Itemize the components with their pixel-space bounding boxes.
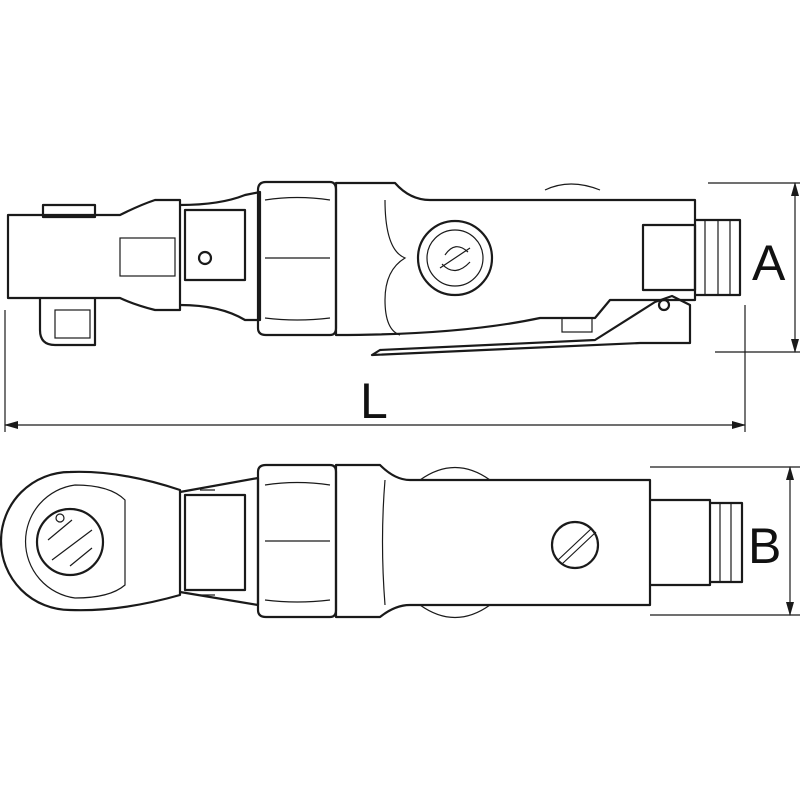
logo-emblem — [416, 219, 494, 297]
ratchet-head-top — [0, 470, 182, 612]
neck-side — [179, 190, 262, 322]
dimension-label-a: A — [752, 235, 786, 291]
screw-head — [550, 520, 600, 570]
ratchet-head-side — [6, 198, 182, 347]
side-view — [6, 180, 742, 357]
dimension-label-l: L — [360, 373, 388, 429]
motor-body-side — [334, 181, 697, 337]
hex-nut-side — [256, 180, 338, 337]
neck-top — [179, 476, 260, 607]
dimension-l: L — [4, 305, 746, 432]
motor-body-top — [334, 463, 652, 619]
air-inlet-side — [641, 218, 742, 297]
hex-nut-top — [256, 463, 338, 619]
dimension-b: B — [650, 466, 800, 616]
top-view — [0, 463, 744, 619]
air-inlet-top — [650, 498, 744, 587]
dimension-label-b: B — [748, 518, 781, 574]
trigger-lever[interactable] — [370, 294, 692, 357]
dimension-a: A — [708, 182, 800, 353]
